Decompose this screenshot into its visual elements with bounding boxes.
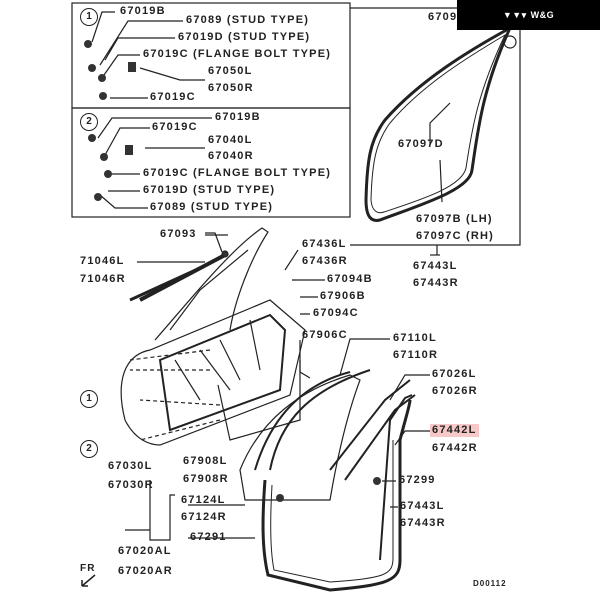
part-label[interactable]: 67436R	[302, 255, 348, 267]
part-label[interactable]: 67906C	[302, 329, 348, 341]
part-label[interactable]: 67020AR	[118, 565, 173, 577]
part-label[interactable]: 67019C (FLANGE BOLT TYPE)	[143, 167, 332, 179]
callout-1: 1	[80, 8, 98, 26]
part-label[interactable]: 71046L	[80, 255, 125, 267]
part-label[interactable]: 67443R	[400, 517, 446, 529]
diagram-code: D00112	[473, 579, 507, 588]
part-label[interactable]: 67906B	[320, 290, 366, 302]
door-weatherstrip	[261, 399, 412, 592]
part-label[interactable]: 67110L	[393, 332, 437, 344]
part-label[interactable]: 67040L	[208, 134, 253, 146]
clip	[503, 35, 517, 49]
part-label[interactable]: 67097D	[398, 138, 444, 150]
part-label[interactable]: 67026L	[432, 368, 477, 380]
part-label[interactable]: 67030L	[108, 460, 153, 472]
leader-lines	[97, 117, 212, 209]
part-label[interactable]: 67291	[190, 531, 227, 543]
part-label[interactable]: 67436L	[302, 238, 347, 250]
part-label[interactable]: 67093	[160, 228, 197, 240]
part-label[interactable]: 67443L	[413, 260, 458, 272]
inset-box-glass	[350, 7, 521, 246]
part-label[interactable]: 67110R	[393, 349, 439, 361]
part-label[interactable]: 67443L	[400, 500, 445, 512]
part-label[interactable]: 67299	[399, 474, 436, 486]
part-label[interactable]: 67050L	[208, 65, 253, 77]
part-label[interactable]: 67020AL	[118, 545, 172, 557]
part-label[interactable]: 67908L	[183, 455, 228, 467]
part-label[interactable]: 67089 (STUD TYPE)	[186, 14, 310, 26]
highlighted-part-label[interactable]: 67442L	[430, 424, 479, 437]
part-label[interactable]: 67019C	[152, 121, 198, 133]
inset-box-2	[71, 107, 351, 218]
door-glass	[239, 374, 361, 501]
brand-logo: ▼▼▾ W&G	[457, 0, 600, 30]
part-label[interactable]: 67026R	[432, 385, 478, 397]
front-arrow-icon	[81, 574, 96, 587]
front-direction-label: FR	[80, 563, 96, 574]
part-label[interactable]: 67908R	[183, 473, 229, 485]
callout-2: 2	[80, 113, 98, 131]
part-label[interactable]: 67097C (RH)	[416, 230, 495, 242]
part-label[interactable]: 67442R	[432, 442, 478, 454]
part-label[interactable]: 67019D (STUD TYPE)	[143, 184, 276, 196]
part-label[interactable]: 71046R	[80, 273, 126, 285]
part-label[interactable]: 67094C	[313, 307, 359, 319]
part-label[interactable]: 67089 (STUD TYPE)	[150, 201, 274, 213]
part-label[interactable]: 67019C	[150, 91, 196, 103]
logo-text: W&G	[530, 10, 555, 20]
part-label[interactable]: 67030R	[108, 479, 154, 491]
part-label[interactable]: 67050R	[208, 82, 254, 94]
part-label[interactable]: 67019D (STUD TYPE)	[178, 31, 311, 43]
part-label[interactable]: 6709	[428, 11, 458, 23]
callout-2: 2	[80, 440, 98, 458]
part-label[interactable]: 67040R	[208, 150, 254, 162]
part-label[interactable]: 67124L	[181, 494, 226, 506]
part-label[interactable]: 67443R	[413, 277, 459, 289]
door-panel	[120, 299, 306, 446]
part-label[interactable]: 67097B (LH)	[416, 213, 493, 225]
part-label[interactable]: 67019B	[215, 111, 261, 123]
callout-1: 1	[80, 390, 98, 408]
bolts	[84, 40, 136, 201]
part-label[interactable]: 67094B	[327, 273, 373, 285]
door-frame	[154, 227, 269, 341]
part-label[interactable]: 67019C (FLANGE BOLT TYPE)	[143, 48, 332, 60]
part-label[interactable]: 67124R	[181, 511, 227, 523]
part-label[interactable]: 67019B	[120, 5, 166, 17]
leader-lines	[91, 11, 205, 99]
glass-weatherstrip	[364, 24, 514, 222]
triangles-logo-icon: ▼▼▾	[502, 9, 527, 20]
